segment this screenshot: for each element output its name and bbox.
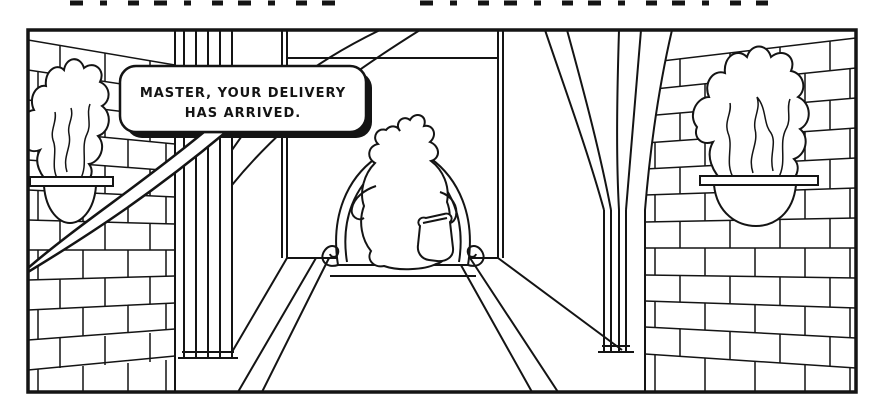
doorway xyxy=(281,30,504,258)
throne xyxy=(321,114,485,277)
figure-left-arm xyxy=(350,185,377,221)
throne-volute-left xyxy=(321,245,340,267)
speech-text-line-2: HAS ARRIVED. xyxy=(185,106,301,121)
speech-bubble: MASTER, YOUR DELIVERY HAS ARRIVED. xyxy=(28,64,372,274)
speech-text-line-1: MASTER, YOUR DELIVERY xyxy=(140,86,346,101)
right-torch-flame-detail xyxy=(726,96,791,180)
left-torch xyxy=(28,58,114,225)
left-torch-bowl xyxy=(42,185,98,225)
speech-bubble-body xyxy=(118,64,368,134)
panel-border xyxy=(26,28,858,394)
delivery-sack-tie xyxy=(422,217,448,224)
left-pillars xyxy=(178,30,238,359)
throne-volute-right xyxy=(466,245,485,267)
right-arch-column xyxy=(544,30,642,353)
panel-scene: MASTER, YOUR DELIVERY HAS ARRIVED. xyxy=(28,30,856,392)
right-wall-edge xyxy=(644,30,673,392)
right-torch-bowl xyxy=(712,184,798,228)
right-torch xyxy=(691,45,819,228)
right-torch-shelf xyxy=(699,175,819,186)
delivery-sack xyxy=(416,212,455,263)
left-torch-flame-icon xyxy=(28,58,110,187)
right-torch-flame-icon xyxy=(691,45,810,186)
left-torch-flame-detail xyxy=(51,103,91,181)
left-torch-shelf xyxy=(29,176,114,187)
